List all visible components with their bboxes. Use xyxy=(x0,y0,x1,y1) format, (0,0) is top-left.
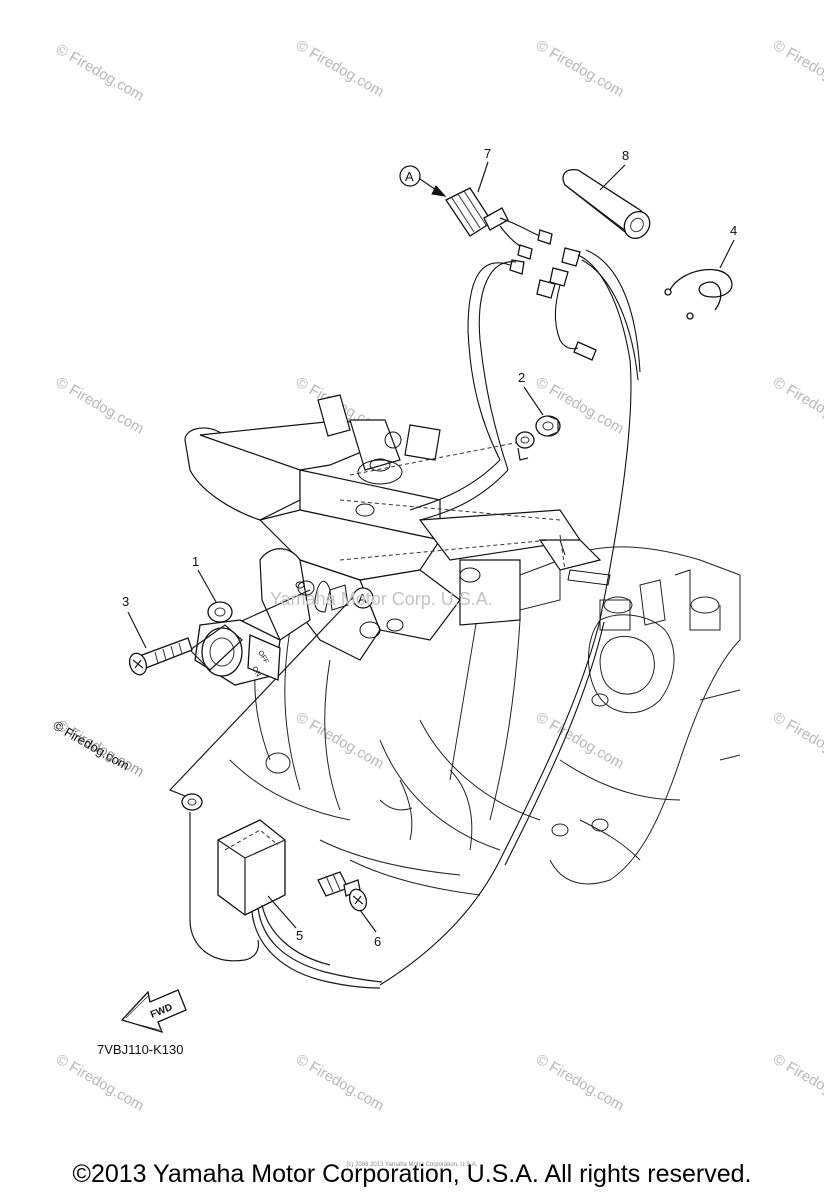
fwd-arrow-icon: FWD xyxy=(120,989,187,1034)
callout-8: 8 xyxy=(622,148,629,163)
reference-marker-A-top: A xyxy=(399,165,447,197)
wire-harness xyxy=(379,247,641,986)
part-7-connector xyxy=(445,187,553,260)
part-3-screw xyxy=(128,637,193,676)
callout-3: 3 xyxy=(122,594,129,609)
reference-marker-A-mid: A xyxy=(352,587,374,609)
watermark-main: © Firedog.com xyxy=(51,718,133,774)
watermark-14: © Firedog.com xyxy=(293,1051,387,1115)
callout-5: 5 xyxy=(296,928,303,943)
part-2-grommet xyxy=(515,415,561,461)
callout-2: 2 xyxy=(518,370,525,385)
watermark-3: © Firedog.com xyxy=(533,37,627,101)
watermark-10: © Firedog.com xyxy=(293,709,387,773)
watermark-13: © Firedog.com xyxy=(53,1051,147,1115)
watermark-1: © Firedog.com xyxy=(53,41,147,105)
tiny-copyright: (c) 2006 2013 Yamaha Motor Corporation, … xyxy=(346,1162,478,1168)
watermark-layer: © Firedog.com © Firedog.com © Firedog.co… xyxy=(53,37,824,1115)
part-1-switch: OFF ON xyxy=(189,601,281,686)
reference-marker-A-mid-label: A xyxy=(358,591,367,606)
callout-1: 1 xyxy=(192,554,199,569)
callout-7: 7 xyxy=(484,146,491,161)
callout-4: 4 xyxy=(730,223,737,238)
part-5-box xyxy=(181,793,383,989)
watermark-2: © Firedog.com xyxy=(293,37,387,101)
watermark-5: © Firedog.com xyxy=(53,374,147,438)
callouts: 7 8 4 2 1 3 5 6 xyxy=(122,146,737,949)
reference-marker-A-top-label: A xyxy=(405,169,414,184)
callout-6: 6 xyxy=(374,934,381,949)
watermark-12: © Firedog.com xyxy=(770,709,824,773)
switch-on-label: ON xyxy=(250,666,261,679)
ghost-watermark: Yamaha Motor Corp. U.S.A. xyxy=(270,589,493,609)
watermark-4: © Firedog.com xyxy=(770,37,824,101)
watermark-16: © Firedog.com xyxy=(770,1051,824,1115)
reference-line xyxy=(339,439,566,571)
diagram-code: 7VBJ110-K130 xyxy=(97,1042,184,1057)
part-4-clip xyxy=(664,268,733,320)
part-8-tube xyxy=(562,169,651,240)
watermark-8: © Firedog.com xyxy=(770,374,824,438)
part-6-bolt xyxy=(317,871,368,912)
copyright-notice: ©2013 Yamaha Motor Corporation, U.S.A. A… xyxy=(72,1160,752,1188)
steering-bracket xyxy=(184,394,602,661)
watermark-15: © Firedog.com xyxy=(533,1051,627,1115)
